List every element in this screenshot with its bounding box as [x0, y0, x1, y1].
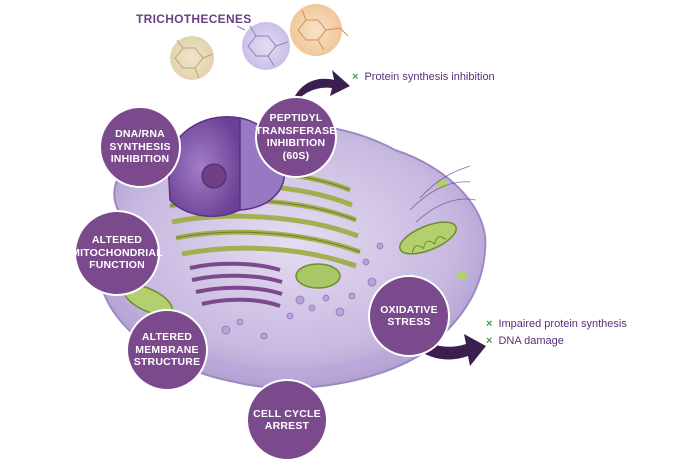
outcome-top-text: Protein synthesis inhibition — [364, 71, 495, 83]
molecule-2 — [236, 22, 290, 70]
mitochondria — [123, 180, 468, 316]
effect-circles — [74, 96, 450, 461]
outcome-right-item-2: × DNA damage — [486, 335, 564, 347]
outcome-top-item: × Protein synthesis inhibition — [352, 71, 495, 83]
check-x-icon: × — [486, 335, 493, 347]
outcome-right-item-1: × Impaired protein synthesis — [486, 318, 627, 330]
golgi — [189, 261, 283, 308]
outcome-right-text-1: Impaired protein synthesis — [498, 318, 627, 330]
effect-label-peptidyl-transferase: PEPTIDYL TRANSFERASE INHIBITION (60S) — [255, 112, 337, 162]
molecule-3 — [290, 4, 349, 56]
diagram-title: TRICHOTHECENES — [136, 12, 252, 26]
check-x-icon: × — [352, 71, 359, 83]
molecule-1 — [170, 36, 214, 80]
effect-label-cell-cycle-arrest: CELL CYCLE ARREST — [253, 407, 321, 433]
effect-label-oxidative-stress: OXIDATIVE STRESS — [380, 303, 438, 329]
check-x-icon: × — [486, 318, 493, 330]
effect-label-dna-rna-synthesis: DNA/RNA SYNTHESIS INHIBITION — [109, 128, 171, 166]
effect-label-membrane-structure: ALTERED MEMBRANE STRUCTURE — [133, 331, 201, 369]
effect-label-mitochondrial-function: ALTERED MITOCHONDRIAL FUNCTION — [71, 234, 163, 272]
arrow-top — [294, 70, 350, 102]
arrow-right — [408, 334, 486, 366]
outcome-right-text-2: DNA damage — [498, 335, 564, 347]
vesicles — [221, 242, 384, 340]
